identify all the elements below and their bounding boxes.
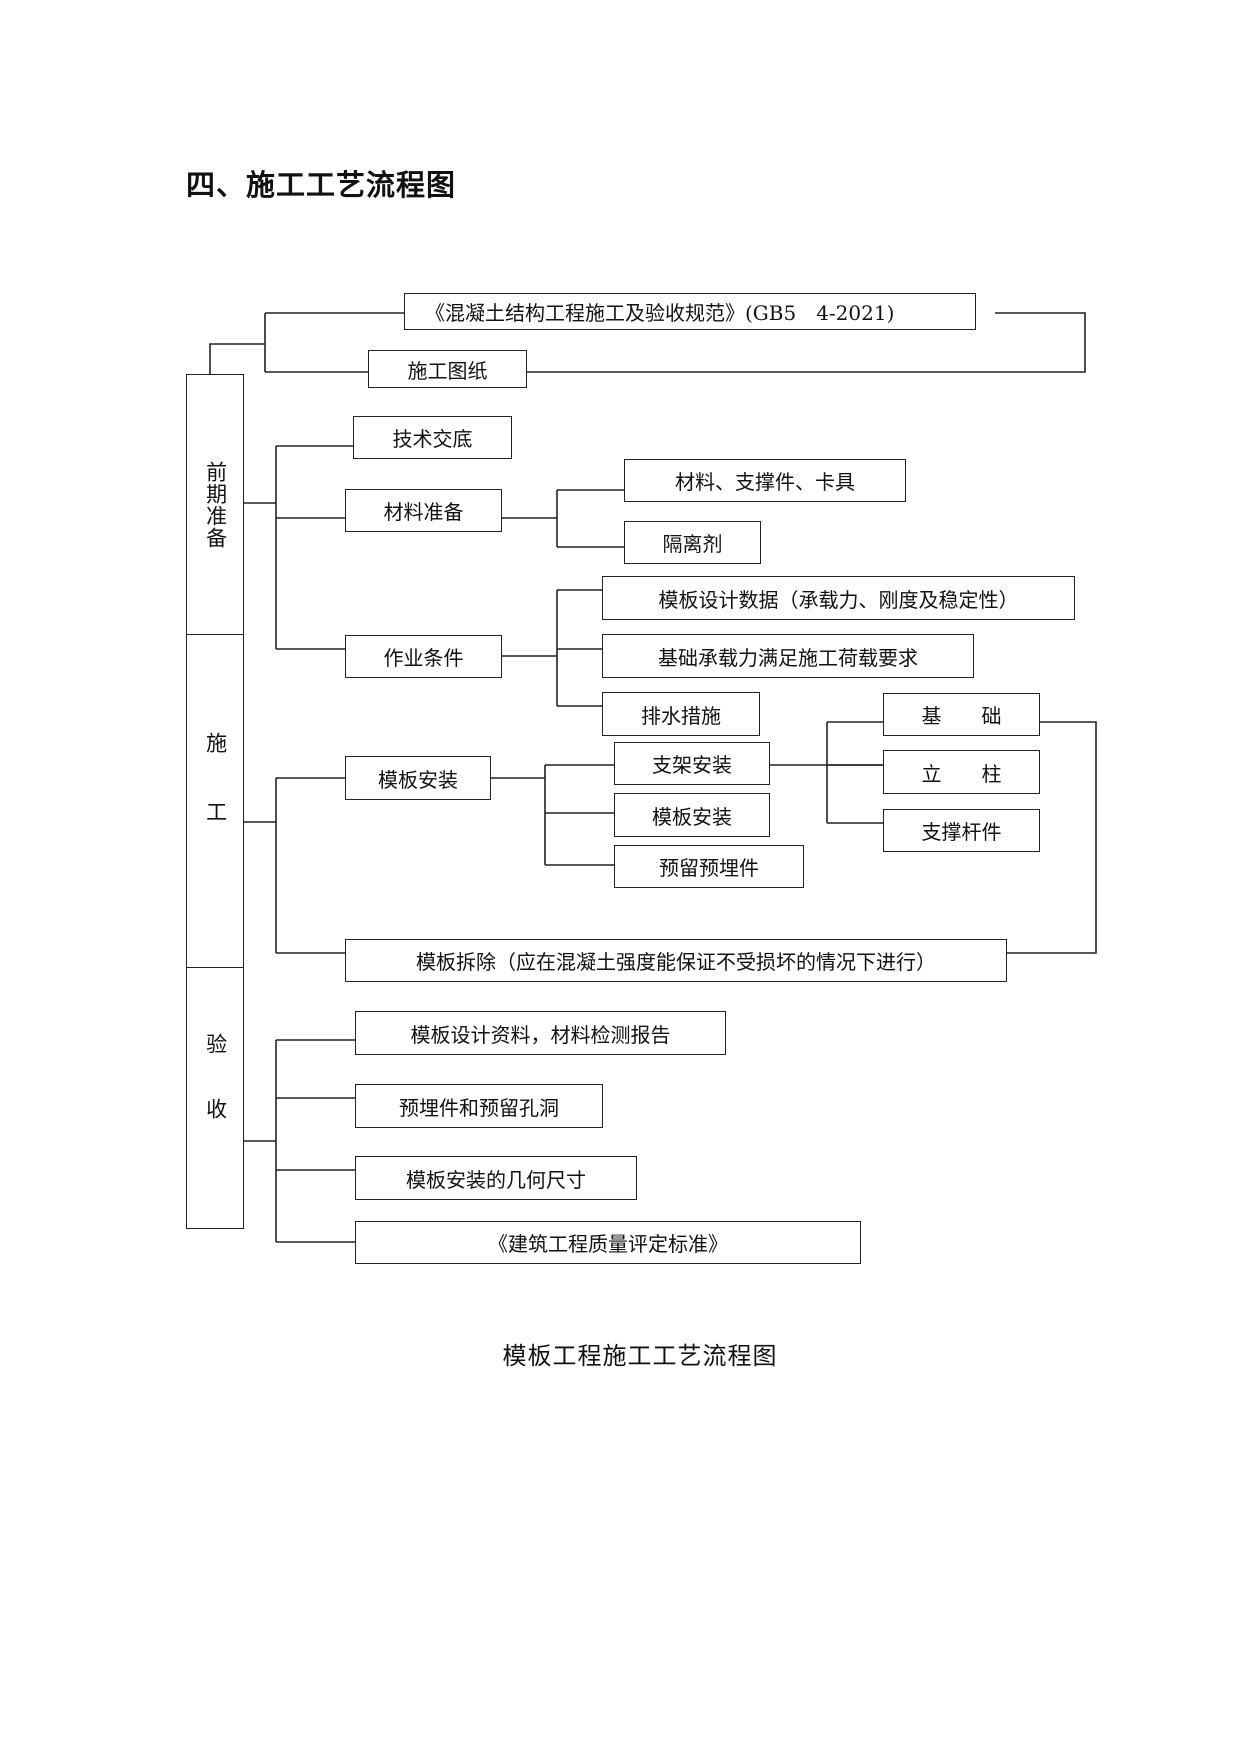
box-support-install: 支架安装 — [614, 742, 770, 785]
box-foundation-capacity: 基础承载力满足施工荷载要求 — [602, 634, 974, 678]
box-design-docs: 模板设计资料，材料检测报告 — [355, 1011, 726, 1055]
phase-acceptance-label: 验收 — [203, 1033, 228, 1163]
phase-acceptance: 验收 — [186, 967, 244, 1229]
box-spec: 《混凝土结构工程施工及验收规范》(GB5 4-2021) — [404, 293, 976, 330]
box-drainage: 排水措施 — [602, 692, 760, 736]
box-release-agent: 隔离剂 — [624, 521, 761, 564]
box-dimensions: 模板安装的几何尺寸 — [355, 1156, 637, 1200]
box-quality-standard: 《建筑工程质量评定标准》 — [355, 1221, 861, 1264]
box-embedded-parts: 预留预埋件 — [614, 845, 804, 888]
box-embedded-holes: 预埋件和预留孔洞 — [355, 1084, 603, 1128]
phase-prep: 前期准备 — [186, 374, 244, 635]
box-tech-briefing: 技术交底 — [353, 416, 512, 459]
box-braces: 支撑杆件 — [883, 809, 1040, 852]
box-formwork-removal: 模板拆除（应在混凝土强度能保证不受损坏的情况下进行） — [345, 939, 1007, 982]
connector-prep-to-refs — [209, 343, 265, 374]
box-formwork-install: 模板安装 — [345, 756, 491, 800]
phase-prep-label: 前期准备 — [203, 460, 228, 549]
connector-base-loop — [1007, 721, 1097, 954]
box-materials: 材料、支撑件、卡具 — [624, 459, 906, 502]
box-drawings: 施工图纸 — [368, 350, 527, 388]
box-column: 立 柱 — [883, 750, 1040, 794]
section-heading: 四、施工工艺流程图 — [186, 168, 457, 202]
box-base: 基 础 — [883, 693, 1040, 736]
box-design-data: 模板设计数据（承载力、刚度及稳定性） — [602, 576, 1075, 620]
phase-construction-label: 施工 — [203, 732, 228, 870]
box-formwork-install-sub: 模板安装 — [614, 793, 770, 837]
connector-spec-loop — [527, 312, 1086, 373]
phase-construction: 施工 — [186, 634, 244, 968]
figure-caption: 模板工程施工工艺流程图 — [502, 1342, 778, 1370]
box-work-conditions: 作业条件 — [345, 635, 502, 678]
box-material-prep: 材料准备 — [345, 489, 502, 532]
